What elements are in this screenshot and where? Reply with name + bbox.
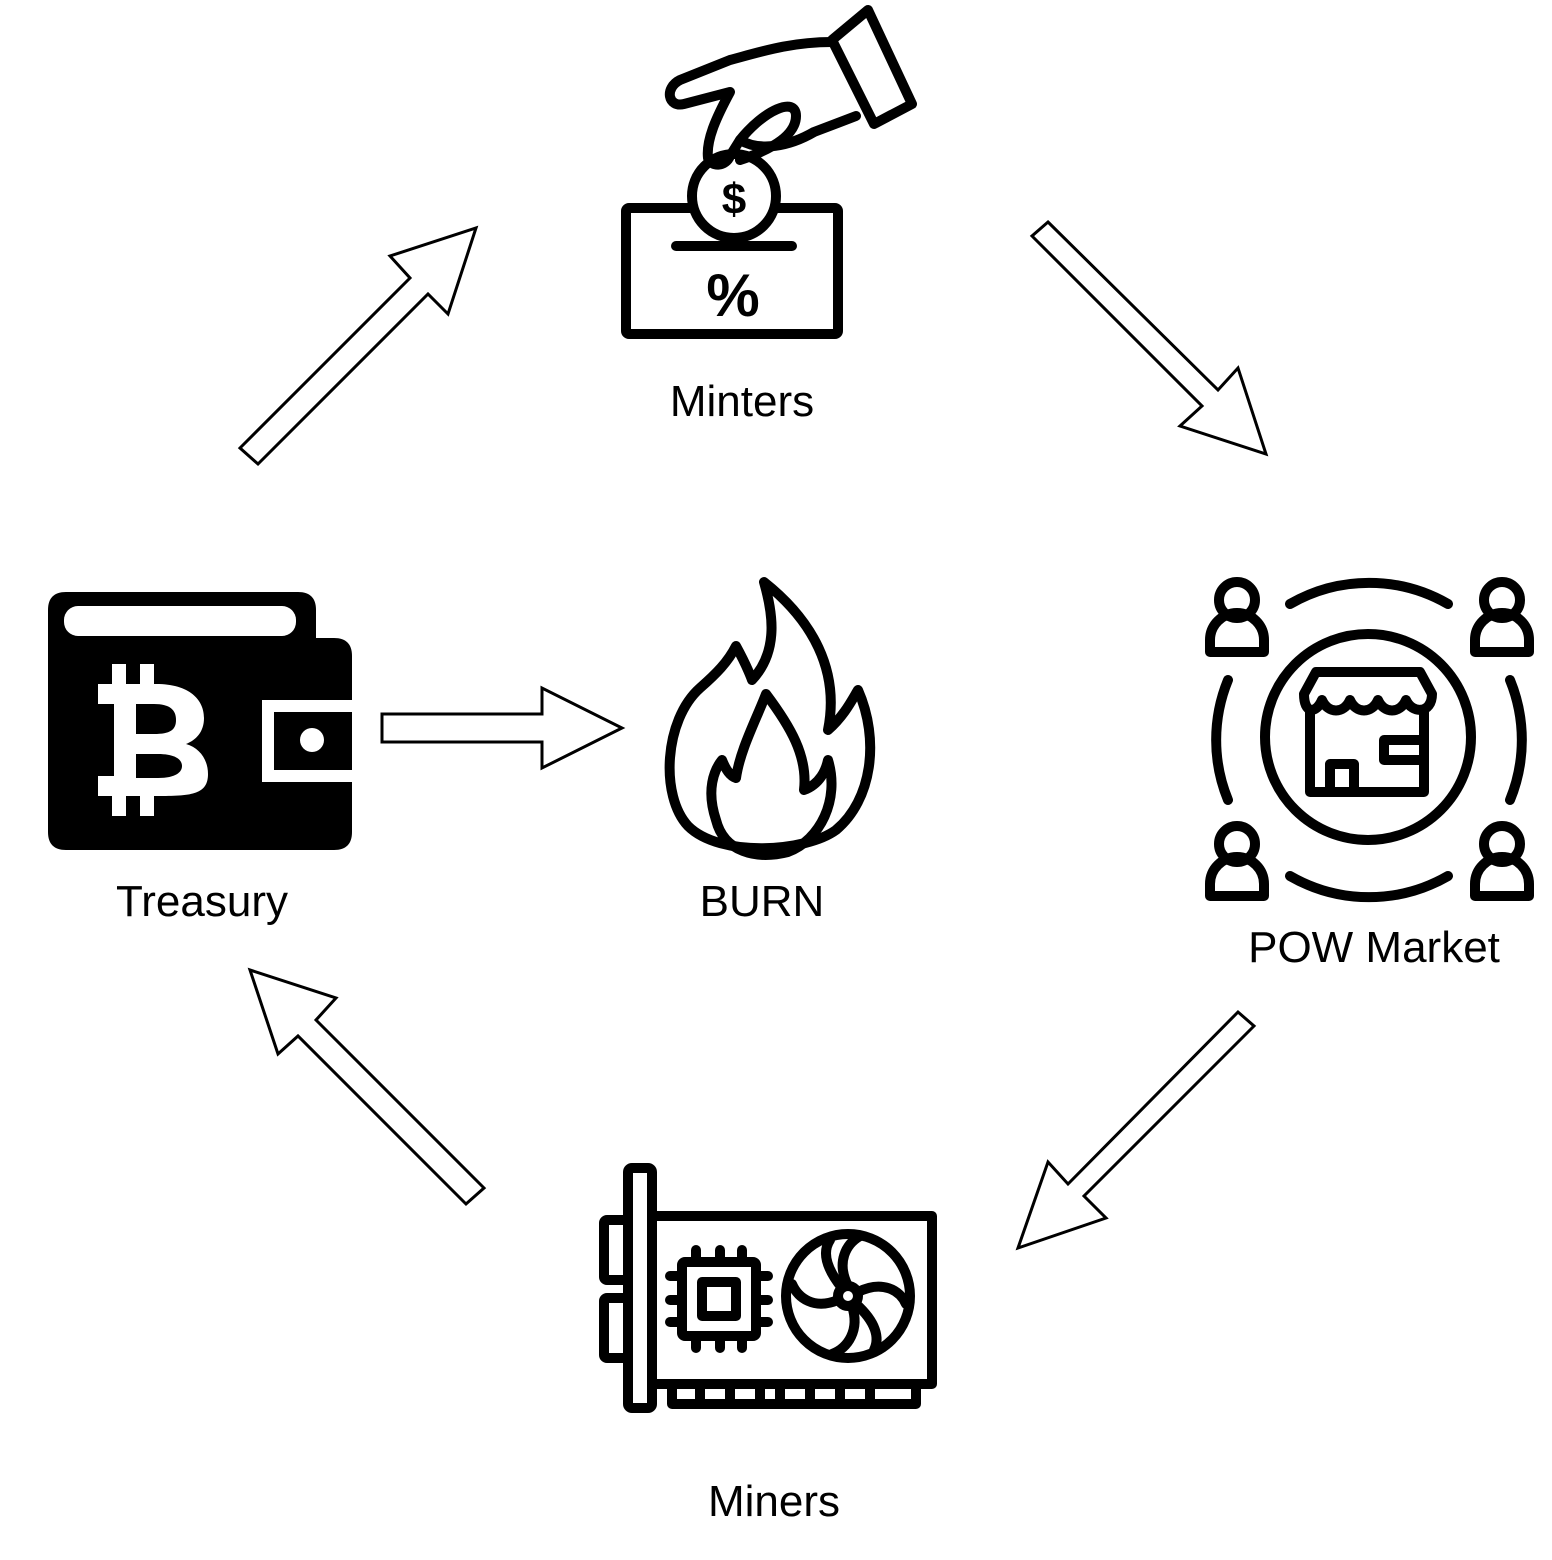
arrow-treasury-to-minters — [237, 225, 479, 467]
hand-coin-deposit-icon — [621, 5, 917, 339]
miners-label: Miners — [708, 1477, 840, 1526]
arrow-treasury-to-burn — [380, 685, 626, 771]
flame-icon — [664, 577, 876, 860]
treasury-label: Treasury — [116, 877, 288, 926]
arrow-miners-to-treasury — [247, 967, 487, 1207]
arrow-pow-market-to-miners — [1015, 1009, 1257, 1251]
minters-label: Minters — [670, 377, 814, 426]
burn-label: BURN — [700, 877, 825, 926]
marketplace-people-icon — [1205, 577, 1534, 903]
gpu-card-icon — [599, 1163, 937, 1413]
pow-market-label: POW Market — [1248, 923, 1500, 972]
dollar-glyph: $ — [722, 175, 746, 224]
bitcoin-wallet-icon — [48, 592, 352, 850]
percent-glyph: % — [706, 262, 759, 329]
arrow-minters-to-pow-market — [1029, 219, 1269, 457]
